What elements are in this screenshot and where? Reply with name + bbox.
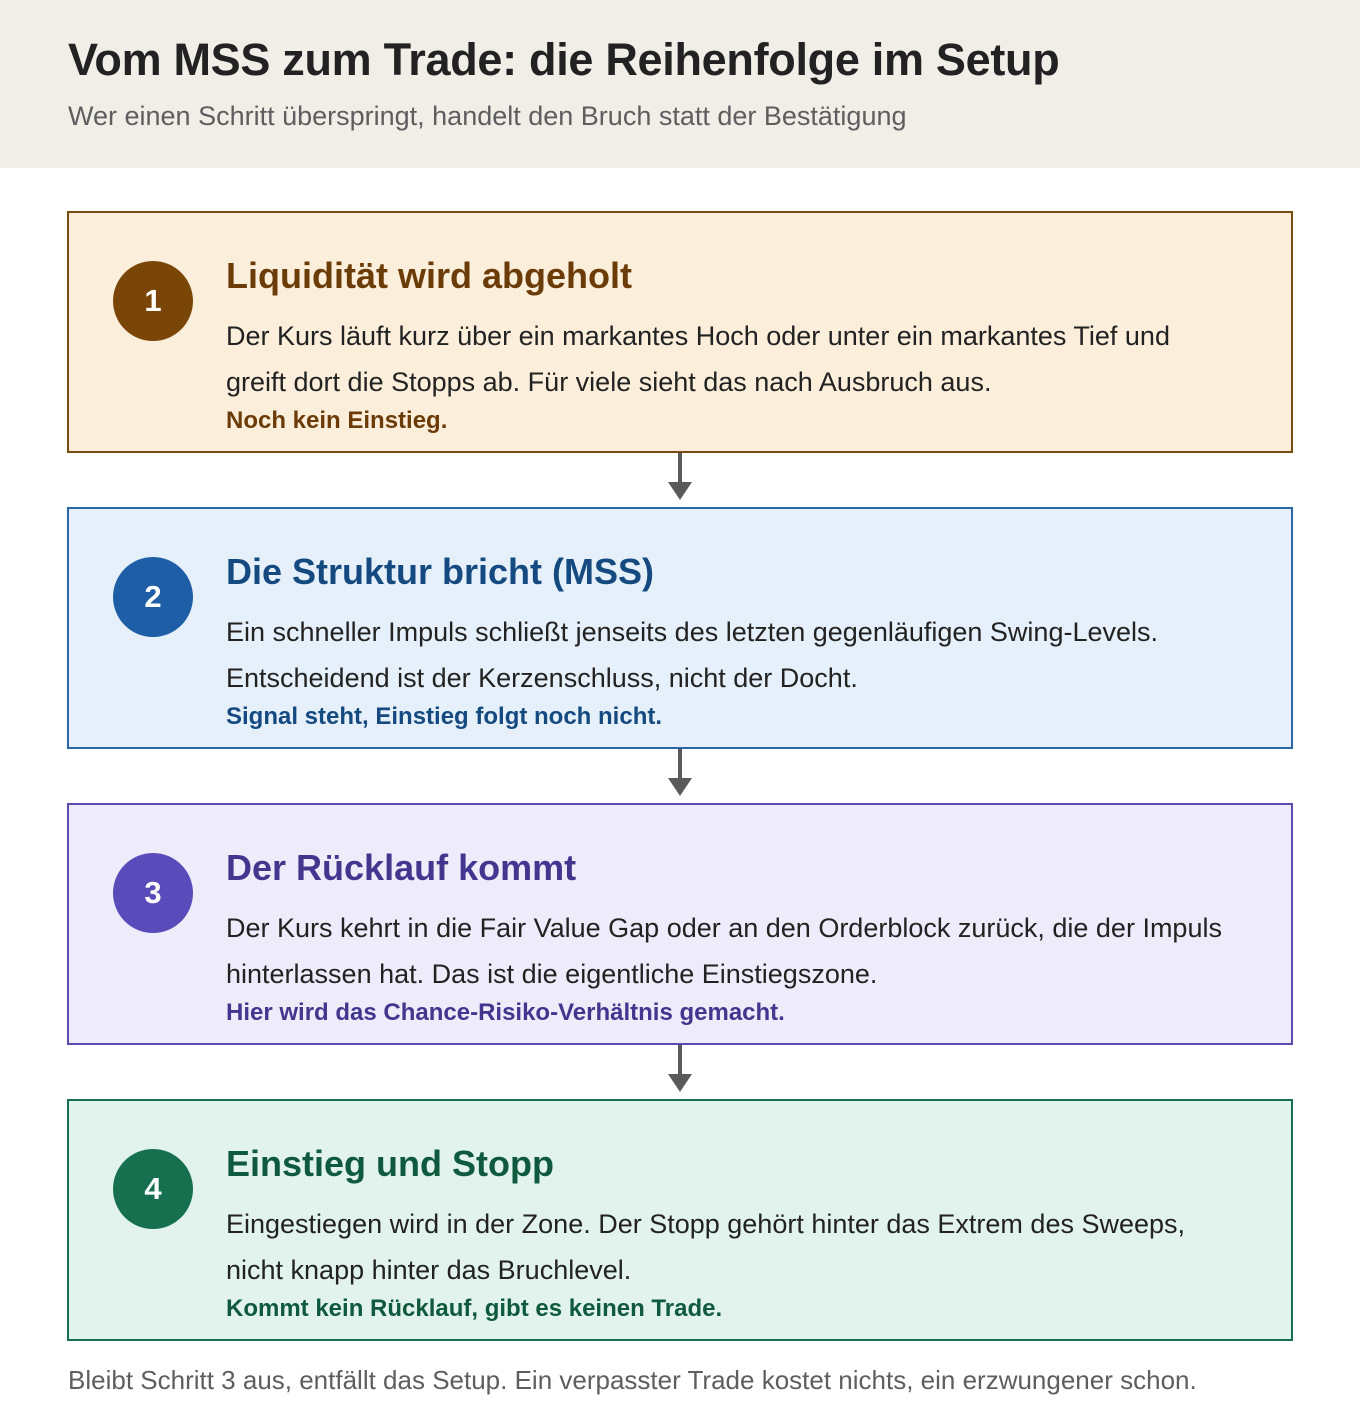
step-card-4: 4 Einstieg und Stopp Eingestiegen wird i… <box>67 1099 1293 1341</box>
page-subtitle: Wer einen Schritt überspringt, handelt d… <box>68 101 907 131</box>
step-note: Signal steht, Einstieg folgt noch nicht. <box>226 703 663 730</box>
step-number-badge: 2 <box>113 557 193 637</box>
step-title: Der Rücklauf kommt <box>226 847 577 888</box>
step-note: Hier wird das Chance-Risiko-Verhältnis g… <box>226 999 785 1026</box>
down-arrow-icon <box>668 453 692 501</box>
down-arrow-icon <box>668 1045 692 1093</box>
step-note: Kommt kein Rücklauf, gibt es keinen Trad… <box>226 1295 723 1322</box>
step-description: Ein schneller Impuls schließt jenseits d… <box>226 617 1159 693</box>
page-title: Vom MSS zum Trade: die Reihenfolge im Se… <box>68 34 1060 85</box>
step-card-1: 1 Liquidität wird abgeholt Der Kurs läuf… <box>67 211 1293 453</box>
step-description: Eingestiegen wird in der Zone. Der Stopp… <box>226 1209 1186 1285</box>
header: Vom MSS zum Trade: die Reihenfolge im Se… <box>0 0 1360 168</box>
step-description: Der Kurs läuft kurz über ein markantes H… <box>226 321 1170 397</box>
step-number-badge: 1 <box>113 261 193 341</box>
step-title: Liquidität wird abgeholt <box>226 255 632 296</box>
step-card-2: 2 Die Struktur bricht (MSS) Ein schnelle… <box>67 507 1293 749</box>
step-title: Die Struktur bricht (MSS) <box>226 551 655 592</box>
step-card-3: 3 Der Rücklauf kommt Der Kurs kehrt in d… <box>67 803 1293 1045</box>
step-number-badge: 3 <box>113 853 193 933</box>
down-arrow-icon <box>668 749 692 797</box>
footer-note: Bleibt Schritt 3 aus, entfällt das Setup… <box>68 1365 1197 1395</box>
step-note: Noch kein Einstieg. <box>226 407 448 434</box>
step-title: Einstieg und Stopp <box>226 1143 554 1184</box>
step-description: Der Kurs kehrt in die Fair Value Gap ode… <box>226 913 1222 989</box>
step-number-badge: 4 <box>113 1149 193 1229</box>
